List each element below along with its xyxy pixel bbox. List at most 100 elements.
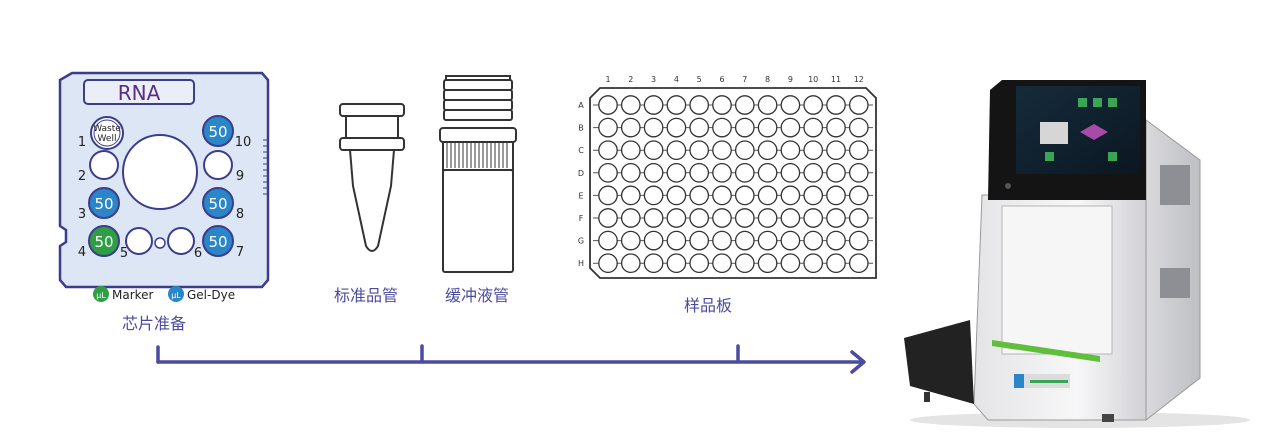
plate-well-H10 xyxy=(803,253,824,274)
plate-well-B2 xyxy=(620,117,641,138)
plate-row-label: D xyxy=(578,169,584,178)
plate-well-D10 xyxy=(803,162,824,183)
plate-well-H11 xyxy=(826,253,846,274)
waste-well-label-2: Well xyxy=(98,134,117,144)
plate-well-D4 xyxy=(666,162,687,183)
plate-row-label: E xyxy=(578,191,583,200)
plate-column-label: 9 xyxy=(788,75,793,84)
plate-well-A11 xyxy=(826,95,846,115)
plate-well-A8 xyxy=(757,95,778,115)
plate-column-label: 4 xyxy=(674,75,679,84)
waste-well-label-1: Waste xyxy=(93,124,121,134)
plate-well-C7 xyxy=(734,140,755,161)
plate-well-G4 xyxy=(666,230,687,251)
plate-well-D9 xyxy=(780,162,801,183)
plate-well-G10 xyxy=(803,230,824,251)
marker-legend-label: Marker xyxy=(112,288,154,302)
plate-well-H4 xyxy=(666,253,687,274)
plate-well-H6 xyxy=(712,253,732,274)
plate-well-C3 xyxy=(643,140,664,161)
plate-well-C8 xyxy=(757,140,778,161)
well-number-7: 7 xyxy=(236,245,244,260)
plate-column-label: 6 xyxy=(719,75,724,84)
plate-row-label: C xyxy=(578,146,584,155)
plate-well-B9 xyxy=(780,117,801,138)
standard-tube xyxy=(339,103,405,252)
plate-well-E6 xyxy=(712,185,732,206)
plate-column-label: 12 xyxy=(854,75,864,84)
well-number-9: 9 xyxy=(236,169,244,184)
plate-well-C12 xyxy=(848,140,869,161)
plate-wells xyxy=(593,95,873,274)
sample-plate-label: 样品板 xyxy=(684,296,733,315)
plate-well-D6 xyxy=(712,162,732,183)
plate-well-A4 xyxy=(666,95,687,115)
well-7 xyxy=(202,225,234,257)
well-number-2: 2 xyxy=(78,169,86,184)
plate-well-F7 xyxy=(734,208,755,228)
plate-well-F4 xyxy=(666,208,687,228)
plate-well-D1 xyxy=(598,162,618,183)
rna-chip: RNA Waste Well 50 50 50 50 50 1 2 3 4 xyxy=(58,71,270,289)
well-4-value: 50 xyxy=(94,233,113,251)
plate-well-C2 xyxy=(620,140,641,161)
plate-well-B4 xyxy=(666,117,687,138)
plate-column-label: 1 xyxy=(605,75,610,84)
plate-well-H9 xyxy=(780,253,801,274)
well-7-value: 50 xyxy=(208,233,227,251)
plate-well-F1 xyxy=(598,208,618,228)
chip-grip-ridges xyxy=(263,139,268,195)
plate-well-B12 xyxy=(848,117,869,138)
plate-well-A6 xyxy=(712,95,732,115)
well-3 xyxy=(88,187,120,219)
well-10-value: 50 xyxy=(208,123,227,141)
plate-well-B10 xyxy=(803,117,824,138)
chip-legend: μL Marker μL Gel-Dye xyxy=(93,286,235,302)
plate-well-B6 xyxy=(712,117,732,138)
plate-row-label: A xyxy=(578,101,584,110)
buffer-tube xyxy=(439,75,517,273)
lid-green-stripe xyxy=(992,340,1100,362)
plate-well-G7 xyxy=(734,230,755,251)
svg-text:μL: μL xyxy=(171,291,181,300)
standard-tube-label: 标准品管 xyxy=(334,286,399,305)
plate-well-H7 xyxy=(734,253,755,274)
well-2 xyxy=(89,150,119,180)
plate-well-H2 xyxy=(620,253,641,274)
well-6 xyxy=(167,227,195,255)
plate-well-C11 xyxy=(826,140,846,161)
plate-well-C5 xyxy=(689,140,710,161)
svg-text:μL: μL xyxy=(96,291,106,300)
chip-center-well xyxy=(122,134,198,210)
plate-column-label: 2 xyxy=(628,75,633,84)
plate-well-F8 xyxy=(757,208,778,228)
geldye-legend-label: Gel-Dye xyxy=(187,288,235,302)
plate-well-E5 xyxy=(689,185,710,206)
buffer-tube-ridges xyxy=(446,143,508,168)
plate-well-G2 xyxy=(620,230,641,251)
plate-well-A10 xyxy=(803,95,824,115)
well-number-6: 6 xyxy=(194,246,202,261)
plate-well-G12 xyxy=(848,230,869,251)
well-9 xyxy=(203,150,233,180)
plate-well-G11 xyxy=(826,230,846,251)
plate-well-D12 xyxy=(848,162,869,183)
instrument-drawer xyxy=(904,320,974,404)
plate-well-F5 xyxy=(689,208,710,228)
arrow-head xyxy=(850,350,866,374)
buffer-tube-label: 缓冲液管 xyxy=(445,286,510,305)
screen-tiles xyxy=(1045,98,1117,161)
plate-well-H8 xyxy=(757,253,778,274)
plate-well-A9 xyxy=(780,95,801,115)
well-number-4: 4 xyxy=(78,245,86,260)
plate-well-G9 xyxy=(780,230,801,251)
waste-well xyxy=(90,116,124,150)
plate-well-E9 xyxy=(780,185,801,206)
chip-caption: 芯片准备 xyxy=(122,314,187,333)
well-3-value: 50 xyxy=(94,195,113,213)
plate-well-G3 xyxy=(643,230,664,251)
plate-well-A12 xyxy=(848,95,869,115)
plate-well-D3 xyxy=(643,162,664,183)
